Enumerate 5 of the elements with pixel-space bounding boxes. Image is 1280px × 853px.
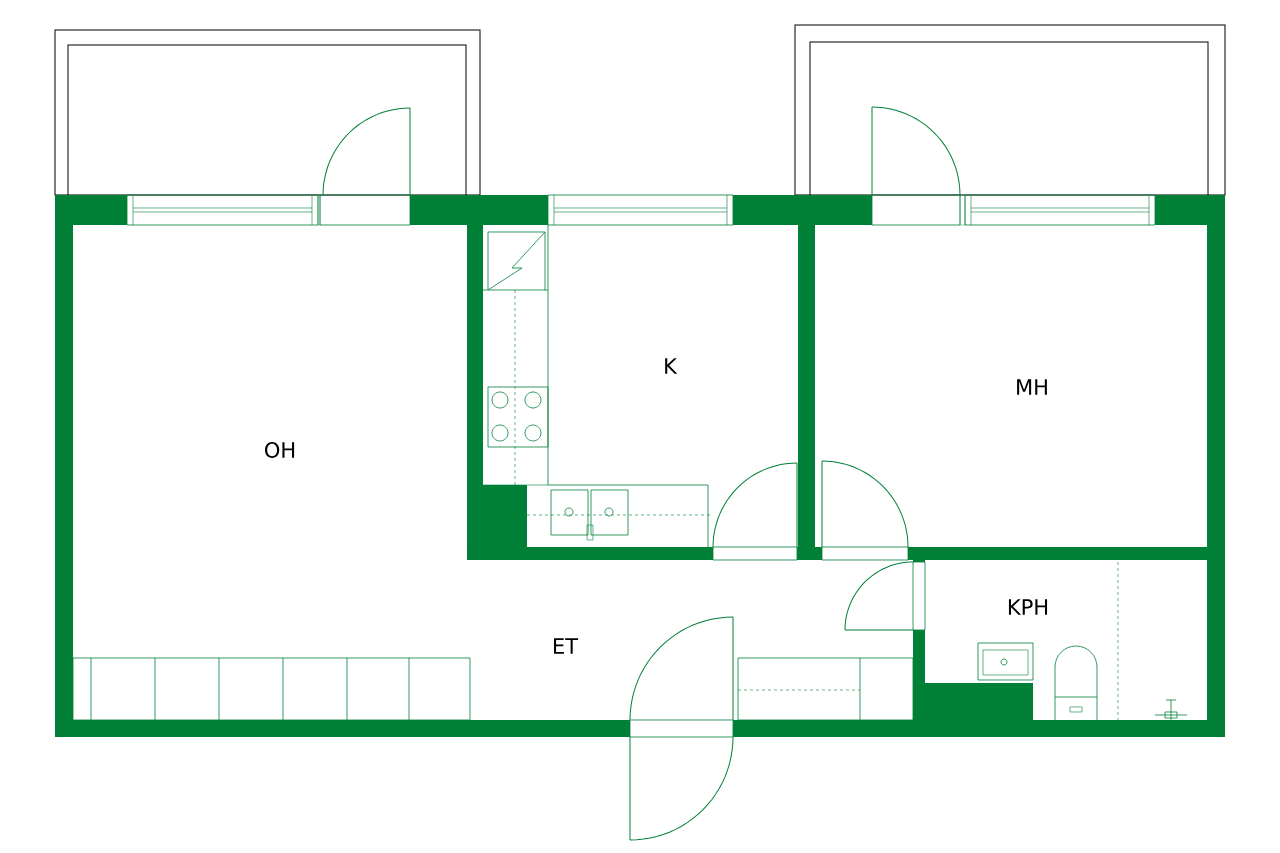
room-label: KPH [1008,599,1048,615]
room-label: K [665,358,678,374]
room-label: OH [265,442,295,458]
room-label: MH [1017,379,1047,395]
room-label: ET [554,638,579,654]
